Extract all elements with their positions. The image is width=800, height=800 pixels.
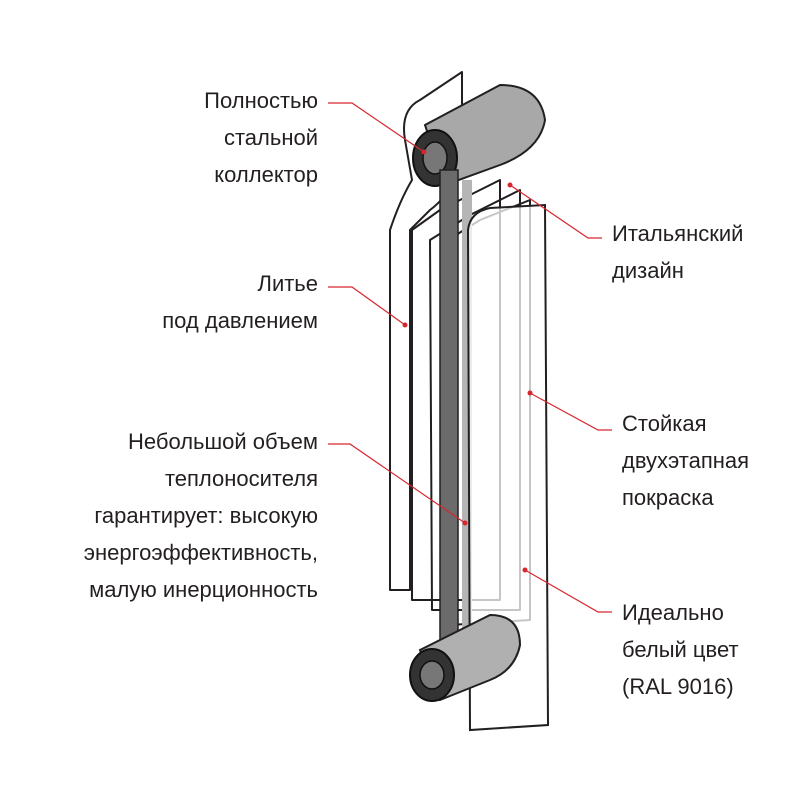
label-line: стальной <box>223 125 318 150</box>
label-line: (RAL 9016) <box>622 674 734 699</box>
radiator-front-panel <box>466 203 550 732</box>
label-line: Небольшой объем <box>127 429 318 454</box>
label-line: белый цвет <box>622 637 739 662</box>
label-line: двухэтапная <box>622 448 750 473</box>
label-line: гарантирует: высокую <box>94 503 318 528</box>
label-line: малую инерционность <box>89 577 318 602</box>
label-line: Стойкая <box>622 411 707 436</box>
label-casting: Литье под давлением <box>162 265 318 339</box>
leader-line-design <box>509 184 602 239</box>
label-line: Итальянский <box>612 221 744 246</box>
leader-line-volume <box>328 443 466 524</box>
leader-dot-collector <box>421 149 427 155</box>
label-collector: Полностью стальной коллектор <box>204 82 318 193</box>
label-line: теплоносителя <box>164 466 318 491</box>
label-line: дизайн <box>612 258 684 283</box>
label-line: Литье <box>257 271 319 296</box>
leader-line-white <box>524 569 612 613</box>
label-volume: Небольшой объем теплоносителя гарантируе… <box>84 423 318 608</box>
leader-line-paint <box>529 392 612 431</box>
label-line: покраска <box>622 485 714 510</box>
label-line: энергоэффективность, <box>83 540 318 565</box>
leader-line-collector <box>328 102 425 153</box>
leader-dot-paint <box>527 390 533 396</box>
label-line: под давлением <box>162 308 318 333</box>
label-line: Полностью <box>204 88 318 113</box>
leader-dot-design <box>507 182 513 188</box>
leader-dot-white <box>522 567 528 573</box>
label-white: Идеально белый цвет (RAL 9016) <box>622 594 739 705</box>
leader-dot-volume <box>462 520 468 526</box>
label-line: Идеально <box>622 600 724 625</box>
label-line: коллектор <box>214 162 318 187</box>
label-design: Итальянский дизайн <box>612 215 743 289</box>
leader-line-casting <box>328 286 406 326</box>
leader-dot-casting <box>402 322 408 328</box>
vertical-channel <box>439 169 459 651</box>
label-paint: Стойкая двухэтапная покраска <box>622 405 749 516</box>
